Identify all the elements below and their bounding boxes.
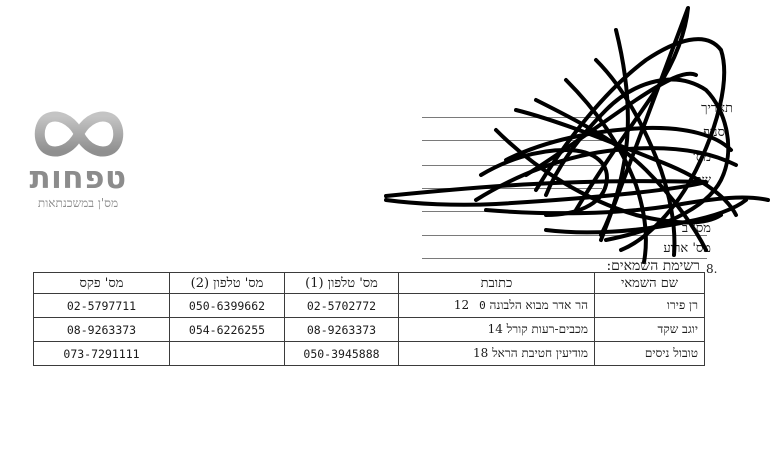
column-header: כתובת <box>398 272 595 294</box>
appraiser-name: טובול ניסים <box>594 341 705 366</box>
section-title: רשימת השמאים: <box>606 258 700 274</box>
table-row: יוגב שקד מכבים-רעות קורל 14 08-9263373 0… <box>33 317 705 342</box>
column-header: מס' טלפון (2) <box>169 272 285 294</box>
redaction-scribble <box>384 6 770 264</box>
column-header: שם השמאי <box>594 272 705 294</box>
appraiser-name: יוגב שקד <box>594 317 705 342</box>
form-field-line <box>422 188 602 189</box>
table-row: רן פירו הר אדר מבוא הלבונה 120 02-570277… <box>33 293 705 318</box>
tfahot-logo: טפחות מס'ן במשכנתאות <box>14 108 144 210</box>
table-row: טובול ניסים מודיעין חטיבת הראל 18 050-39… <box>33 341 705 366</box>
form-field-line <box>422 258 707 259</box>
phone-1: 02-5702772 <box>284 293 399 318</box>
fax-number: 073-7291111 <box>33 341 170 366</box>
logo-name: טפחות <box>29 160 127 196</box>
address-text: מודיעין חטיבת הראל 18 <box>472 346 588 360</box>
phone-2 <box>169 341 285 366</box>
column-header: מס' טלפון (1) <box>284 272 399 294</box>
address-extra: 0 <box>479 299 486 312</box>
column-header: מס' פקס <box>33 272 170 294</box>
fax-number: 02-5797711 <box>33 293 170 318</box>
form-field-line <box>422 117 602 118</box>
form-field-line <box>422 235 707 236</box>
appraiser-name: רן פירו <box>594 293 705 318</box>
phone-2: 054-6226255 <box>169 317 285 342</box>
phone-1: 08-9263373 <box>284 317 399 342</box>
address-text: מכבים-רעות קורל 14 <box>487 322 588 336</box>
address-text: הר אדר מבוא הלבונה 12 <box>453 298 588 312</box>
form-field-line <box>422 165 602 166</box>
appraiser-address: הר אדר מבוא הלבונה 120 <box>398 293 595 318</box>
logo-tagline: מס'ן במשכנתאות <box>37 196 119 210</box>
section-number: 8. <box>706 262 718 276</box>
appraiser-address: מודיעין חטיבת הראל 18 <box>398 341 595 366</box>
fax-number: 08-9263373 <box>33 317 170 342</box>
appraiser-address: מכבים-רעות קורל 14 <box>398 317 595 342</box>
table-header-row: שם השמאי כתובת מס' טלפון (1) מס' טלפון (… <box>33 272 705 294</box>
phone-1: 050-3945888 <box>284 341 399 366</box>
appraisers-table: שם השמאי כתובת מס' טלפון (1) מס' טלפון (… <box>33 272 705 366</box>
form-field-line <box>422 140 602 141</box>
infinity-logo-icon <box>34 111 124 157</box>
phone-2: 050-6399662 <box>169 293 285 318</box>
